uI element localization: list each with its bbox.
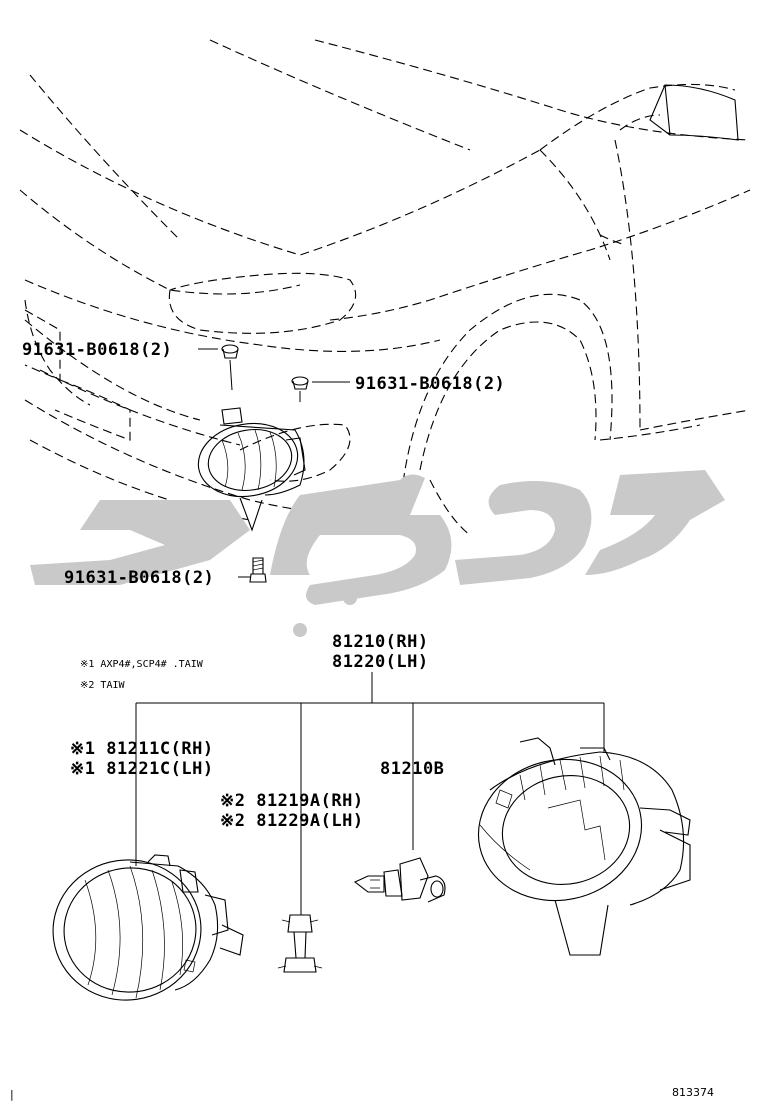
halogen-bulb-icon [353,857,446,903]
lens-rh-label: ※1 81211C(RH) [70,739,214,759]
bolt-bottom-label: 91631-B0618(2) [64,568,214,588]
assembly-lh-label: 81220(LH) [332,652,429,672]
bolt-top-left-icon [221,344,239,391]
leader-lines [135,348,605,915]
socket-rh-label: ※2 81219A(RH) [220,791,364,811]
fog-lamp-lens-unit-icon [52,854,244,1001]
watermark-logo [30,470,725,637]
bolt-top-right-label: 91631-B0618(2) [355,374,505,394]
bolt-top-left-label: 91631-B0618(2) [22,340,172,360]
applicability-note-2: ※2 TAIW [80,680,125,691]
installed-fog-lamp [197,407,306,532]
bulb-socket-icon [277,914,323,973]
car-body-outline [19,39,751,536]
assembly-rh-label: 81210(RH) [332,632,429,652]
applicability-note-1: ※1 AXP4#,SCP4# .TAIW [80,659,204,670]
lens-lh-label: ※1 81221C(LH) [70,759,214,779]
bolt-bottom-icon [249,557,267,583]
fog-lamp-housing-icon [477,737,691,956]
figure-number: 813374 [672,1086,714,1099]
bolt-top-right-icon [291,376,309,402]
bulb-label: 81210B [380,759,444,779]
corner-mark: | [10,1088,14,1101]
socket-lh-label: ※2 81229A(LH) [220,811,364,831]
